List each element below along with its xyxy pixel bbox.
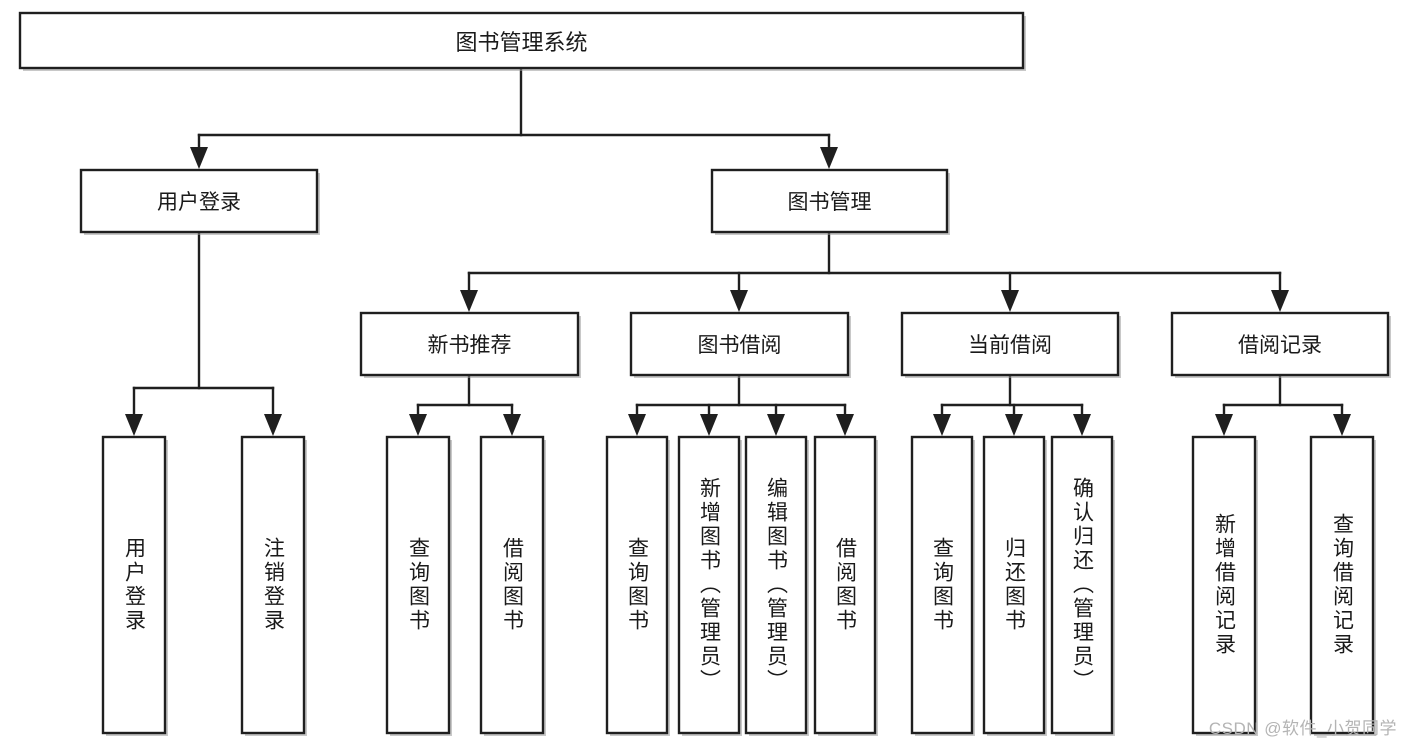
connector-arrowhead <box>264 414 282 436</box>
node-leaf-query-book-current[interactable] <box>910 435 975 736</box>
node-leaf-borrow-book[interactable] <box>813 435 878 736</box>
node-leaf-query-book-borrow[interactable] <box>605 435 670 736</box>
node-leaf-add-borrow-record[interactable] <box>1191 435 1258 736</box>
connector-arrowhead <box>1215 414 1233 436</box>
connector-arrowhead <box>820 147 838 169</box>
connector-arrowhead <box>767 414 785 436</box>
node-leaf-add-book-admin[interactable] <box>677 435 742 736</box>
node-leaf-user-login[interactable] <box>101 435 168 736</box>
connectors-layer <box>125 66 1351 436</box>
connector-arrowhead <box>503 414 521 436</box>
connector-arrowhead <box>190 147 208 169</box>
connector-arrowhead <box>460 290 478 312</box>
connector-arrowhead <box>409 414 427 436</box>
node-leaf-confirm-return-admin[interactable] <box>1050 435 1115 736</box>
connector-arrowhead <box>1271 290 1289 312</box>
connector-arrowhead <box>836 414 854 436</box>
node-leaf-logout[interactable] <box>240 435 307 736</box>
boxes-layer <box>18 11 1391 736</box>
node-new-book-recommend[interactable] <box>359 311 581 378</box>
node-borrow-record[interactable] <box>1170 311 1391 378</box>
connector-group-bus-current-borrow <box>933 373 1091 436</box>
connector-group-bus-root <box>190 66 838 169</box>
connector-group-bus-book-management <box>460 230 1289 312</box>
connector-group-bus-new-book-recommend <box>409 373 521 436</box>
node-book-management[interactable] <box>710 168 950 235</box>
connector-arrowhead <box>1001 290 1019 312</box>
connector-arrowhead <box>1333 414 1351 436</box>
node-leaf-borrow-book-rec[interactable] <box>479 435 546 736</box>
node-user-login[interactable] <box>79 168 320 235</box>
connector-arrowhead <box>730 290 748 312</box>
node-book-borrow[interactable] <box>629 311 851 378</box>
node-root[interactable] <box>18 11 1026 71</box>
connector-arrowhead <box>1073 414 1091 436</box>
connector-arrowhead <box>933 414 951 436</box>
connector-group-bus-borrow-record <box>1215 373 1351 436</box>
node-leaf-query-borrow-record[interactable] <box>1309 435 1376 736</box>
connector-arrowhead <box>125 414 143 436</box>
connector-group-bus-book-borrow <box>628 373 854 436</box>
connector-arrowhead <box>628 414 646 436</box>
node-leaf-return-book[interactable] <box>982 435 1047 736</box>
node-current-borrow[interactable] <box>900 311 1121 378</box>
connector-group-bus-user-login <box>125 230 282 436</box>
connector-arrowhead <box>1005 414 1023 436</box>
connector-arrowhead <box>700 414 718 436</box>
node-leaf-edit-book-admin[interactable] <box>744 435 809 736</box>
node-leaf-query-book-rec[interactable] <box>385 435 452 736</box>
